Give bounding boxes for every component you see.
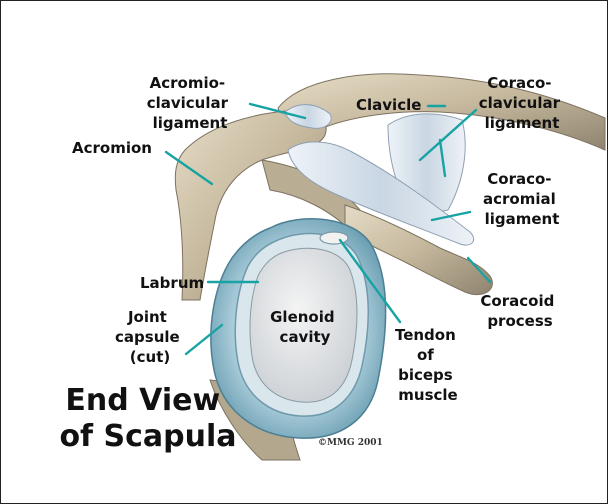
label-coracoclavicular: Coraco- clavicular ligament (479, 74, 566, 132)
label-acromion: Acromion (72, 139, 152, 157)
label-tendon: Tendon of biceps muscle (395, 326, 461, 404)
diagram-title: End View of Scapula (59, 383, 236, 454)
label-labrum: Labrum (140, 274, 204, 292)
label-joint-capsule: Joint capsule (cut) (115, 308, 185, 366)
biceps-tendon (320, 232, 348, 244)
label-coracoacromial: Coraco- acromial ligament (483, 170, 561, 228)
label-clavicle: Clavicle (356, 96, 421, 114)
copyright-text: ©MMG 2001 (318, 438, 383, 448)
label-acromioclavicular: Acromio- clavicular ligament (147, 74, 234, 132)
label-coracoid: Coracoid process (480, 292, 559, 330)
